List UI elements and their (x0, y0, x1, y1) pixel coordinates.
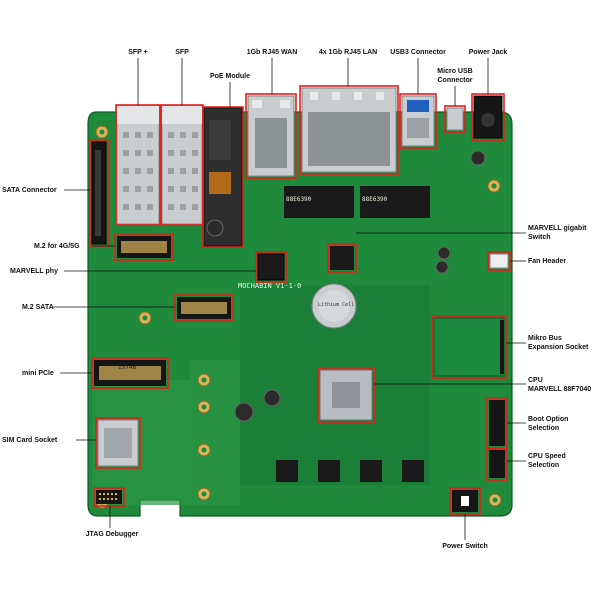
memory-chip (318, 460, 340, 482)
label-mikrobus-1: Mikro Bus (528, 335, 562, 342)
callout-box-wan (245, 93, 297, 179)
callout-box-phy (255, 251, 287, 283)
label-cpu-1: CPU (528, 377, 543, 384)
memory-chip (360, 460, 382, 482)
memory-chip (276, 460, 298, 482)
capacitor (435, 260, 449, 274)
switch-chip-left (284, 186, 354, 218)
label-usb3: USB3 Connector (390, 49, 446, 56)
capacitor (437, 246, 451, 260)
callout-box-mikrobus (431, 315, 507, 379)
label-lan: 4x 1Gb RJ45 LAN (318, 49, 378, 56)
label-marvell-switch-2: Switch (528, 234, 551, 241)
label-sata-connector: SATA Connector (2, 187, 57, 194)
label-sim-card: SIM Card Socket (2, 437, 58, 444)
label-power-switch: Power Switch (442, 543, 488, 550)
label-boot-1: Boot Option (528, 416, 569, 423)
leader-lines (52, 58, 526, 540)
power-jack (473, 95, 503, 139)
switch-chip-left-label: 88E6390 (286, 196, 312, 203)
cpu-speed-header (489, 450, 505, 478)
capacitor (470, 150, 486, 166)
switch-chip-right-label: 88E6390 (362, 196, 388, 203)
callout-box-sim (95, 417, 141, 469)
battery-label: Lithium Cell (318, 302, 355, 308)
label-mikrobus-2: Expansion Socket (528, 344, 589, 351)
label-sfp: SFP (175, 49, 189, 56)
sata-connector (91, 141, 107, 245)
mpcie-code: 15746 (118, 364, 137, 371)
sfp-plus-cage (116, 105, 160, 225)
label-sfp-plus: SFP + (128, 49, 148, 56)
usb3-connector (401, 95, 435, 147)
label-m2-sata: M.2 SATA (22, 304, 54, 311)
marvell-switch-chip (330, 246, 354, 270)
capacitors (206, 150, 486, 422)
label-micro-usb-1: Micro USB (437, 68, 473, 75)
m2-4g5g-slot (117, 236, 171, 258)
label-boot-2: Selection (528, 425, 560, 432)
callout-box-cpu-speed (486, 448, 508, 481)
label-poe-module: PoE Module (209, 73, 251, 80)
label-cpu-speed-2: Selection (528, 462, 560, 469)
label-jtag: JTAG Debugger (85, 531, 139, 538)
sim-card-socket (97, 419, 139, 467)
board-silkscreen: MOCHABIN V1-1-0 (238, 282, 302, 290)
fan-header (489, 253, 509, 269)
micro-usb-connector (446, 107, 464, 131)
power-switch (452, 490, 478, 512)
capacitor (234, 402, 254, 422)
cpu-chip (319, 369, 373, 421)
capacitor (206, 219, 224, 237)
mikrobus-socket (433, 317, 505, 377)
mounting-holes (95, 125, 502, 509)
callout-box-m2-sata (174, 294, 234, 322)
label-marvell-switch-1: MARVELL gigabit (528, 225, 587, 232)
label-wan: 1Gb RJ45 WAN (246, 49, 298, 56)
mini-pcie-slot (94, 360, 166, 386)
memory-chips (276, 460, 424, 482)
memory-chip (402, 460, 424, 482)
label-cpu-2: MARVELL 88F7040 (528, 386, 592, 393)
sfp-cage (161, 105, 203, 225)
label-marvell-phy: MARVELL phy (10, 268, 58, 275)
label-mini-pcie: mini PCIe (22, 370, 54, 377)
boot-option-header (489, 400, 505, 446)
callout-box-poe (202, 106, 244, 248)
rj45-wan-port (247, 95, 295, 177)
m2-sata-slot (177, 297, 231, 319)
coin-cell-battery (311, 283, 357, 329)
callout-box-m2-4g (114, 233, 174, 261)
mpcie-area (190, 360, 240, 505)
marvell-phy-chip (257, 253, 285, 281)
label-cpu-speed-1: CPU Speed (528, 453, 566, 460)
switch-chip-right (360, 186, 430, 218)
label-m2-4g5g: M.2 for 4G/5G (34, 243, 80, 250)
rj45-lan-ports (301, 87, 397, 173)
label-fan-header: Fan Header (528, 258, 567, 265)
capacitor (263, 389, 281, 407)
jtag-header (96, 490, 122, 504)
label-power-jack: Power Jack (468, 49, 508, 56)
callout-box-lan (299, 85, 399, 175)
callout-box-jtag (93, 487, 125, 507)
callout-box-cpu (317, 367, 375, 423)
callout-box-switch (327, 243, 357, 273)
label-micro-usb-2: Connector (437, 77, 473, 84)
